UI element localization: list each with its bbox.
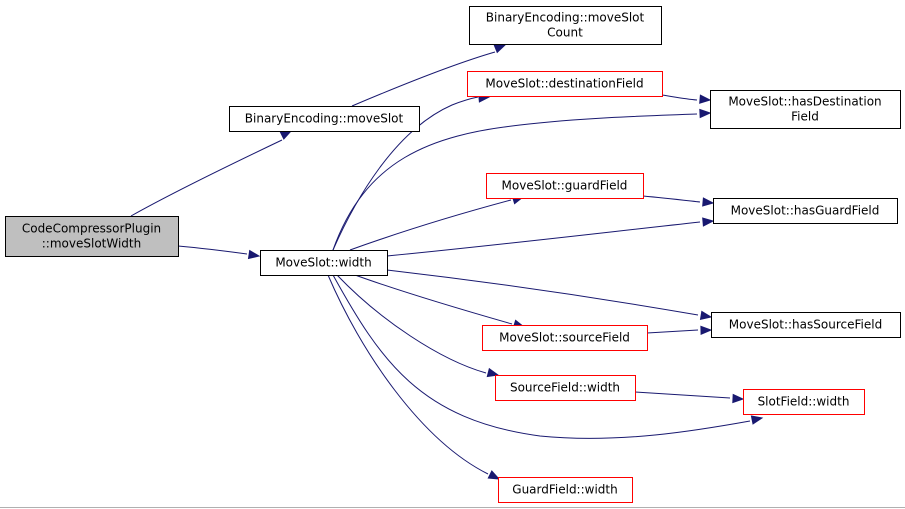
node-box-ms_guardfield [486,173,644,199]
arrowhead-ms_hasdest [699,108,712,119]
edge-ms_width-to-ms_sourcefield [354,274,513,325]
node-ms_hassource[interactable]: MoveSlot::hasSourceField [711,312,901,338]
node-label-ms_guardfield-line-0: MoveSlot::guardField [502,179,628,193]
node-ms_width[interactable]: MoveSlot::width [260,250,388,276]
arrowhead-ms_hasdest [699,94,712,104]
node-ms_sourcefield[interactable]: MoveSlot::sourceField [482,325,648,351]
node-box-ms_width [260,250,388,276]
node-box-root [5,216,179,257]
arrowhead-ms_hassource [699,310,713,320]
edge-ms_width-to-ms_guardfield [349,199,512,251]
node-label-ms_hassource-line-0: MoveSlot::hasSourceField [729,318,882,332]
arrowhead-slotf_width [750,415,764,425]
edge-ms_width-to-ms_destfield [332,96,479,251]
node-ms_hasguard[interactable]: MoveSlot::hasGuardField [713,198,898,224]
node-label-ms_hasguard-line-0: MoveSlot::hasGuardField [731,204,880,218]
node-box-sf_width [495,375,636,401]
node-box-gf_width [498,477,633,503]
arrowhead-ms_width [247,249,261,260]
node-label-gf_width-line-0: GuardField::width [512,483,617,497]
nodes-layer: CodeCompressorPlugin::moveSlotWidth Binar… [5,6,901,503]
node-label-be_moveslotcount-line-1: Count [547,26,583,40]
node-label-sf_width-line-0: SourceField::width [510,381,620,395]
node-slotf_width[interactable]: SlotField::width [743,389,865,415]
node-label-ms_destfield-line-0: MoveSlot::destinationField [485,77,643,91]
node-root[interactable]: CodeCompressorPlugin::moveSlotWidth [5,216,179,257]
edge-ms_destfield-to-ms_hasdest [661,94,698,101]
edge-be_moveslot-to-be_moveslotcount [351,51,496,107]
node-label-be_moveslot-line-0: BinaryEncoding::moveSlot [245,112,404,126]
edge-ms_width-to-ms_hasguard [386,221,701,257]
node-box-ms_sourcefield [482,325,648,351]
edge-ms_width-to-slotf_width [332,274,751,439]
node-label-ms_hasdest-line-0: MoveSlot::hasDestination [728,95,881,109]
edges-layer [130,44,764,480]
arrowhead-sf_width [486,367,500,378]
node-box-slotf_width [743,389,865,415]
node-label-root-line-1: ::moveSlotWidth [42,237,141,251]
edge-root-to-ms_width [177,245,248,255]
edge-ms_width-to-ms_hasdest [332,113,698,251]
node-box-be_moveslot [229,106,420,132]
edge-sf_width-to-slotf_width [634,391,731,399]
node-gf_width[interactable]: GuardField::width [498,477,633,503]
node-box-ms_hassource [711,312,901,338]
node-label-ms_sourcefield-line-0: MoveSlot::sourceField [499,331,630,345]
arrowhead-gf_width [487,470,501,480]
node-sf_width[interactable]: SourceField::width [495,375,636,401]
node-label-ms_hasdest-line-1: Field [791,110,819,124]
node-box-ms_destfield [467,71,663,97]
edge-root-to-be_moveslot [130,139,283,217]
edge-ms_width-to-ms_hassource [386,269,699,316]
node-be_moveslot[interactable]: BinaryEncoding::moveSlot [229,106,420,132]
arrowhead-ms_hasguard [702,197,715,207]
node-box-ms_hasguard [713,198,898,224]
node-label-root-line-0: CodeCompressorPlugin [22,222,161,236]
edge-ms_width-to-sf_width [336,274,487,374]
node-label-ms_width-line-0: MoveSlot::width [275,256,371,270]
edge-ms_sourcefield-to-ms_hassource [646,329,699,334]
edge-ms_guardfield-to-ms_hasguard [642,195,701,203]
node-label-slotf_width-line-0: SlotField::width [758,395,850,409]
node-ms_guardfield[interactable]: MoveSlot::guardField [486,173,644,199]
node-box-be_moveslotcount [469,6,662,45]
node-ms_destfield[interactable]: MoveSlot::destinationField [467,71,663,97]
arrowhead-slotf_width [732,393,745,404]
node-box-ms_hasdest [710,90,901,129]
arrowhead-ms_hasguard [702,217,715,227]
edge-ms_width-to-gf_width [327,274,489,475]
node-label-be_moveslotcount-line-0: BinaryEncoding::moveSlot [486,11,645,25]
arrowhead-ms_hassource [700,325,713,336]
